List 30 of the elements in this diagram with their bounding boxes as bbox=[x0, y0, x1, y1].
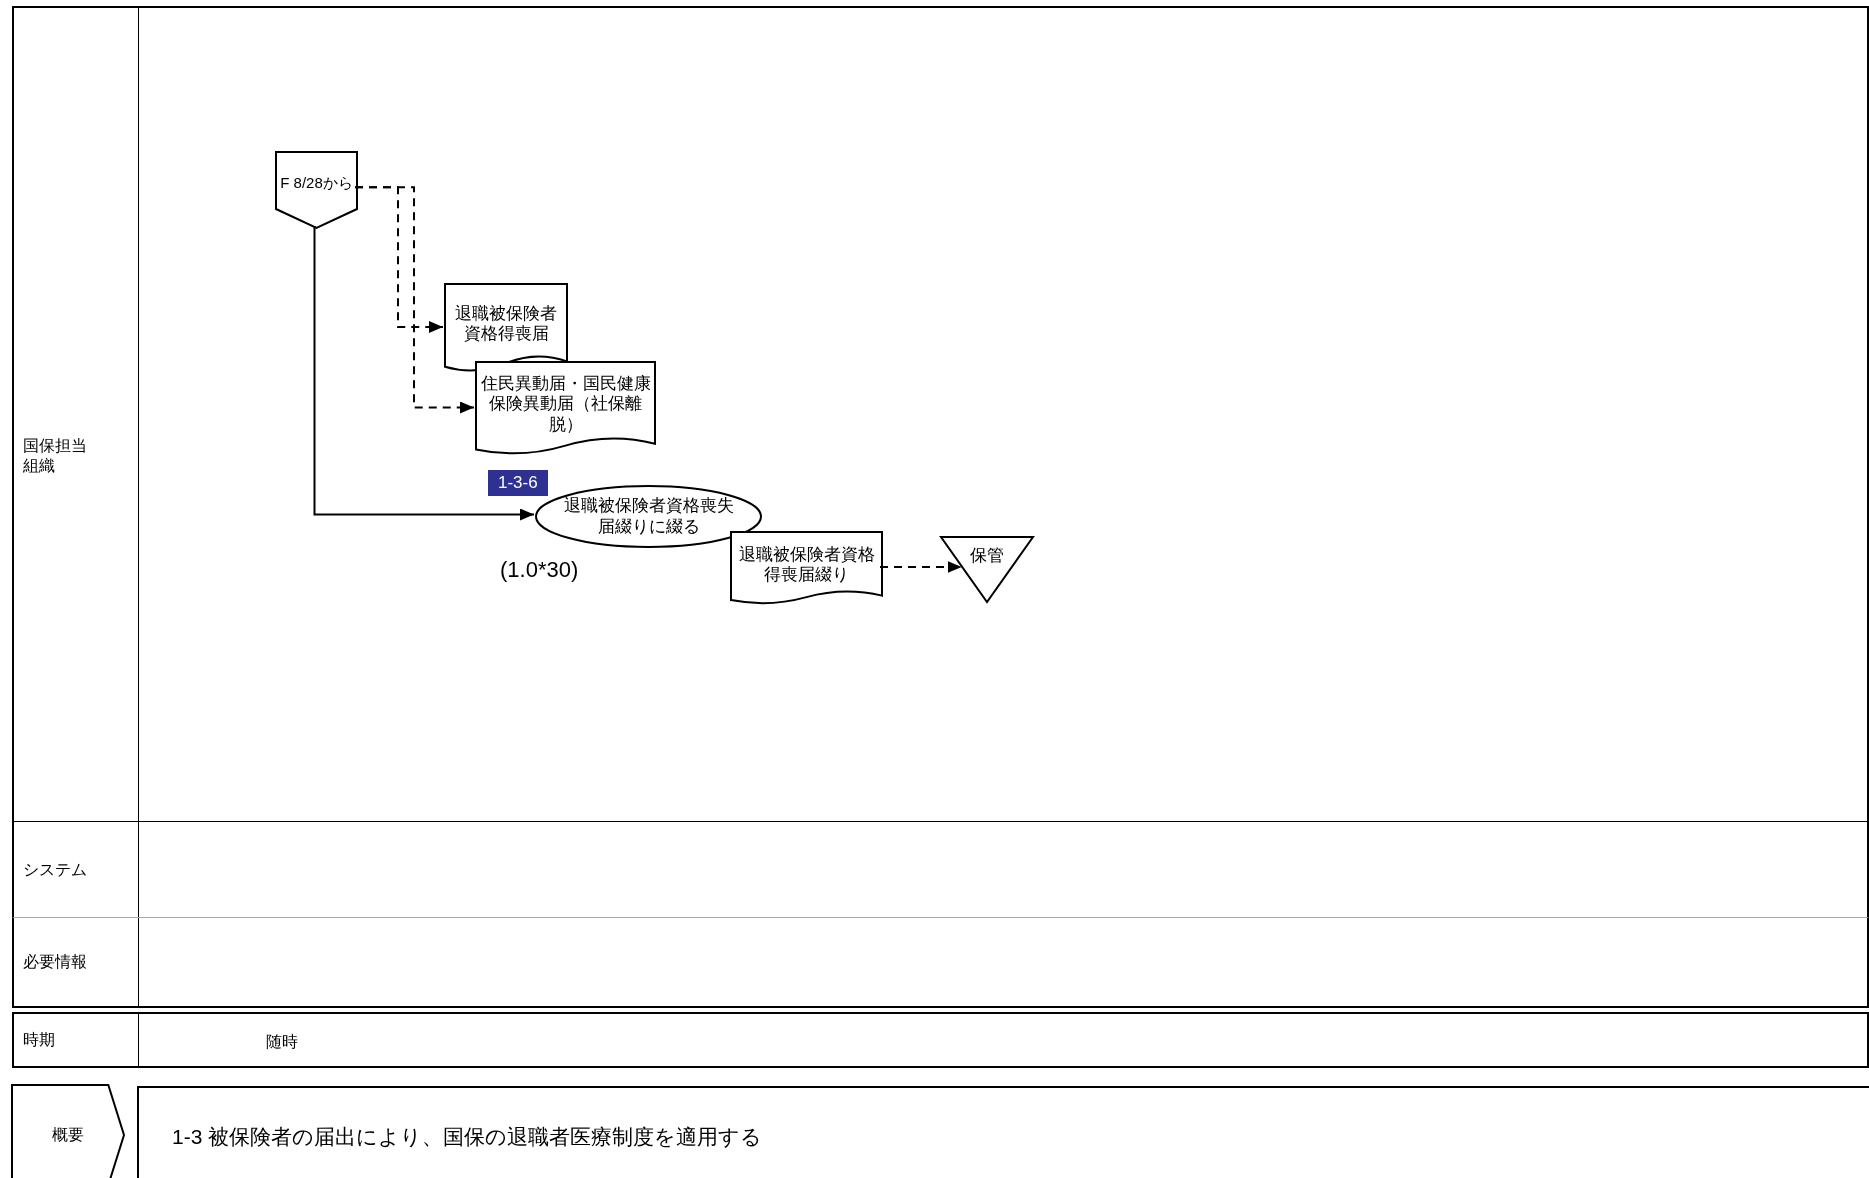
step-number-badge: 1-3-6 bbox=[488, 470, 548, 496]
document-shape bbox=[731, 532, 882, 606]
arrow bbox=[879, 561, 963, 573]
swimlane bbox=[12, 1012, 1869, 1068]
storage-triangle bbox=[941, 537, 1033, 602]
process-ellipse bbox=[536, 486, 761, 547]
document-label: 住民異動届・国民健康保険異動届（社保離脱） bbox=[479, 373, 652, 435]
process-label: 退職被保険者資格喪失届綴りに綴る bbox=[562, 496, 735, 537]
lane-title: 必要情報 bbox=[23, 952, 88, 972]
summary-box bbox=[138, 1087, 1869, 1178]
lane-title: 時期 bbox=[23, 1030, 56, 1050]
summary-text: 1-3 被保険者の届出により、国保の退職者医療制度を適用する bbox=[172, 1124, 763, 1150]
storage-label: 保管 bbox=[970, 545, 1004, 567]
duration-text: (1.0*30) bbox=[500, 557, 579, 583]
swimlane bbox=[12, 918, 1869, 1008]
document-shape bbox=[476, 362, 655, 457]
arrow bbox=[354, 186, 475, 414]
swimlane bbox=[12, 6, 1869, 822]
off-page-connector bbox=[276, 152, 357, 228]
timing-text: 随時 bbox=[266, 1031, 298, 1052]
lane-title: システム bbox=[23, 859, 88, 880]
arrow bbox=[313, 225, 535, 521]
chevron-label-box bbox=[12, 1085, 124, 1178]
lane-title: 国保担当組織 bbox=[23, 436, 88, 476]
document-label: 退職被保険者資格得喪届 bbox=[454, 303, 558, 345]
section-heading: 概要 bbox=[52, 1125, 84, 1145]
swimlane bbox=[12, 822, 1869, 918]
connector-label: F 8/28から bbox=[280, 173, 353, 192]
document-label: 退職被保険者資格得喪届綴り bbox=[737, 544, 876, 586]
document-shape bbox=[445, 284, 567, 374]
